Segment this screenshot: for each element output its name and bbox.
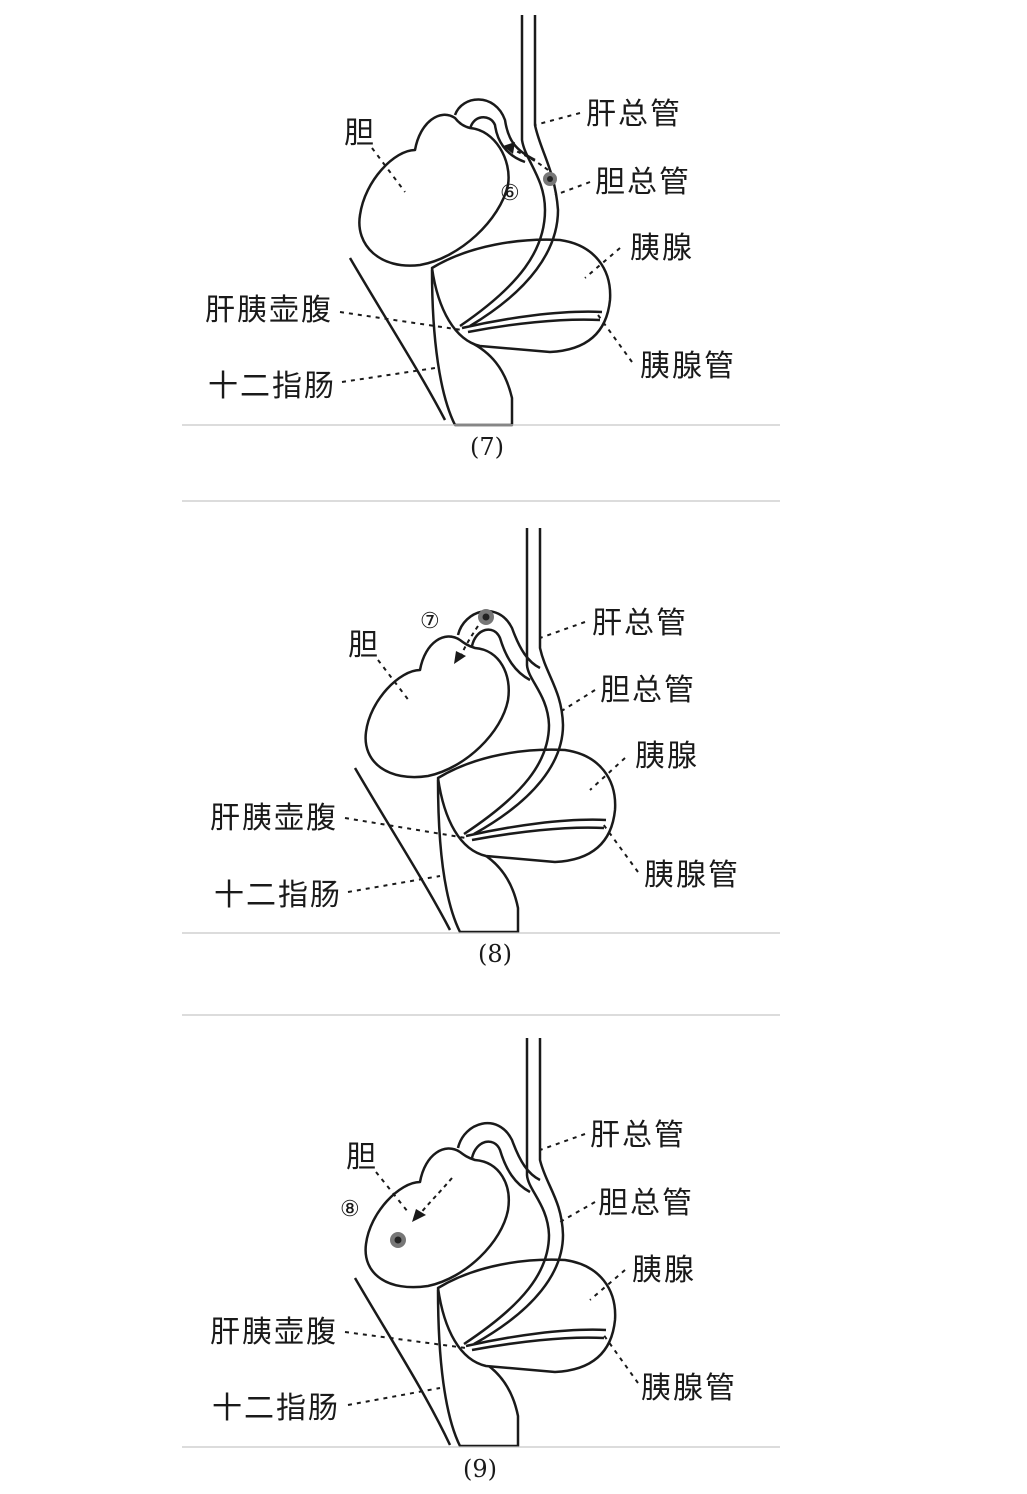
hepatic-duct-outer [473,528,565,836]
pancreatic-duct-inner [471,1336,605,1352]
duodenum-wall [353,767,452,931]
gallbladder [358,113,510,267]
label-pancreatic-duct: 胰腺管 [641,1371,737,1406]
stone-marker-core [547,176,553,182]
leader-common-hepatic-duct [539,621,586,639]
leader-ampulla [344,817,467,839]
leader-gallbladder [371,147,406,193]
step-marker: ⑦ [420,609,440,634]
label-duodenum: 十二指肠 [214,878,342,913]
hepatic-duct-outer [473,1038,565,1346]
label-common-hepatic-duct: 肝总管 [592,606,688,641]
pancreatic-duct [461,310,603,330]
label-duodenum: 十二指肠 [212,1391,340,1426]
pancreatic-duct [465,1328,607,1348]
pancreatic-duct-inner [471,826,605,842]
label-ampulla: 肝胰壶腹 [210,801,338,836]
hepatic-duct-inner [463,528,551,836]
cystic-duct-inner [470,1140,531,1194]
diagram-panel-9: ⑧ 胆 肝总管 胆总管 胰腺 肝胰壶腹 十二指肠 胰腺管 (9) [0,1000,1027,1494]
leader-pancreatic-duct [597,314,633,363]
leader-duodenum [347,1387,441,1406]
leader-pancreas [584,247,621,279]
label-ampulla: 肝胰壶腹 [205,293,333,328]
pancreas [430,238,612,354]
cystic-duct-outer [453,98,536,162]
label-common-bile-duct: 胆总管 [600,673,696,708]
leader-pancreas [589,757,626,791]
leader-duodenum [341,367,436,383]
pancreas [436,748,617,864]
gallbladder [364,1147,510,1289]
label-pancreatic-duct: 胰腺管 [640,349,736,384]
cystic-duct-outer [456,1121,541,1182]
panel-caption: (9) [463,1455,497,1483]
hepatic-duct-outer [469,15,560,328]
panel-caption: (7) [470,433,504,461]
pancreas [436,1258,617,1374]
leader-common-bile-duct [559,689,596,713]
stone-marker-core [394,1236,402,1244]
stone-marker-core [482,613,490,621]
leader-ampulla [339,311,463,331]
cystic-duct-inner [470,628,531,682]
label-ampulla: 肝胰壶腹 [210,1315,338,1350]
leader-common-hepatic-duct [539,1133,586,1151]
leader-common-bile-duct [554,181,591,196]
leader-pancreatic-duct [602,1333,639,1384]
pancreatic-duct [465,818,607,838]
flow-arrow-head [503,142,515,154]
leader-ampulla [344,1331,467,1349]
biliary-diagram-8: ⑦ 胆 肝总管 胆总管 胰腺 肝胰壶腹 十二指肠 胰腺管 (8) [182,500,780,968]
diagram-panel-8: ⑦ 胆 肝总管 胆总管 胰腺 肝胰壶腹 十二指肠 胰腺管 (8) [0,500,1027,1000]
cystic-duct-outer [456,609,541,670]
label-common-bile-duct: 胆总管 [598,1186,694,1221]
label-common-hepatic-duct: 肝总管 [586,97,682,132]
gallbladder [364,635,510,779]
biliary-diagram-9: ⑧ 胆 肝总管 胆总管 胰腺 肝胰壶腹 十二指肠 胰腺管 (9) [182,1014,780,1483]
leader-common-bile-duct [559,1201,596,1223]
label-common-bile-duct: 胆总管 [595,165,691,200]
label-duodenum: 十二指肠 [208,369,336,404]
label-gallbladder: 胆 [346,1140,378,1175]
pancreatic-duct-inner [467,318,601,334]
diagram-panel-7: ⑥ 胆 肝总管 胆总管 胰腺 肝胰壶腹 十二指肠 胰腺管 (7) [0,0,1027,500]
label-pancreas: 胰腺 [630,231,694,266]
label-gallbladder: 胆 [344,116,376,151]
label-common-hepatic-duct: 肝总管 [590,1118,686,1153]
cystic-duct-inner [468,116,526,164]
panel-caption: (8) [478,940,512,968]
step-marker: ⑧ [340,1197,360,1222]
label-pancreatic-duct: 胰腺管 [644,858,740,893]
leader-pancreatic-duct [602,823,639,873]
leader-duodenum [347,875,441,893]
duodenum-wall [348,257,447,421]
biliary-diagram-7: ⑥ 胆 肝总管 胆总管 胰腺 肝胰壶腹 十二指肠 胰腺管 (7) [182,15,780,461]
leader-common-hepatic-duct [534,112,581,126]
flow-arrow-head [454,651,466,664]
duodenum-wall [353,1277,452,1446]
label-pancreas: 胰腺 [632,1253,696,1288]
label-pancreas: 胰腺 [635,739,699,774]
flow-arrow [419,1177,453,1215]
leader-pancreas [589,1269,626,1301]
label-gallbladder: 胆 [348,628,380,663]
step-marker: ⑥ [500,181,520,206]
hepatic-duct-inner [463,1038,551,1346]
flow-arrow-head [412,1209,426,1222]
